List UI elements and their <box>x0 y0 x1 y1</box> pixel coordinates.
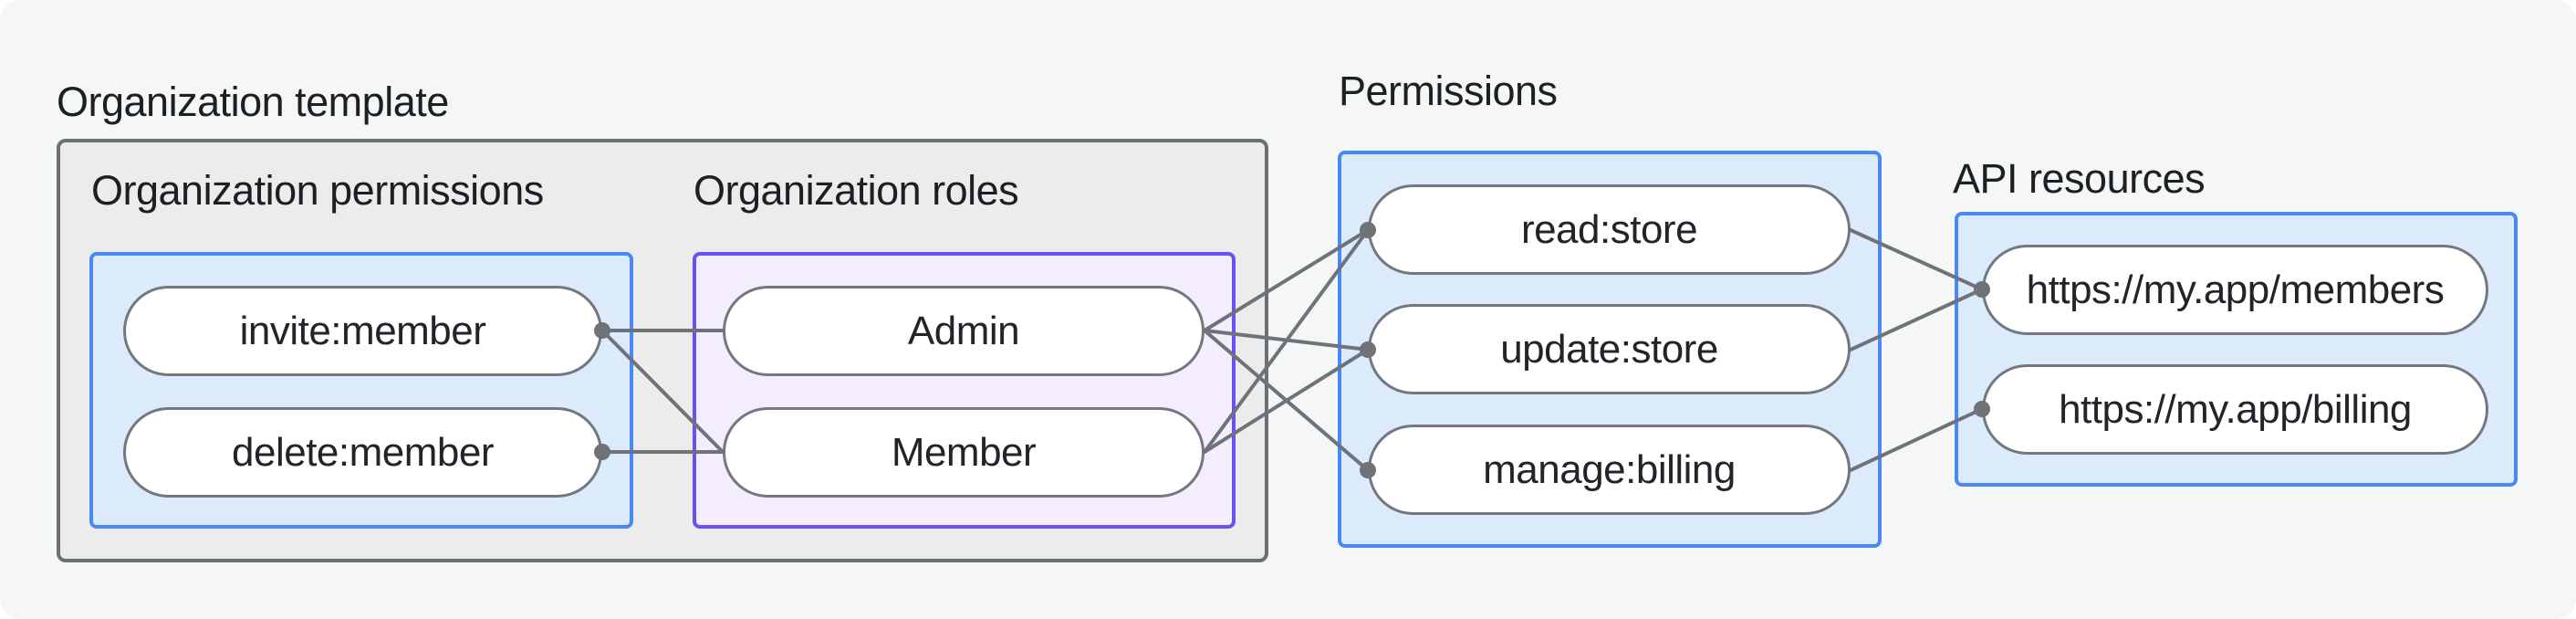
org-permissions-label: Organization permissions <box>91 167 544 214</box>
permissions-label: Permissions <box>1339 68 1558 114</box>
node-admin-role: Admin <box>723 286 1205 376</box>
node-manage-billing: manage:billing <box>1368 425 1851 515</box>
node-read-store: read:store <box>1368 184 1851 275</box>
node-update-store: update:store <box>1368 304 1851 394</box>
node-api-members: https://my.app/members <box>1982 245 2488 335</box>
node-api-billing: https://my.app/billing <box>1982 364 2488 455</box>
api-resources-label: API resources <box>1953 155 2206 202</box>
node-invite-member: invite:member <box>123 286 602 376</box>
org-template-label: Organization template <box>57 79 449 125</box>
node-delete-member: delete:member <box>123 407 602 498</box>
org-roles-label: Organization roles <box>694 167 1019 214</box>
node-member-role: Member <box>723 407 1205 498</box>
